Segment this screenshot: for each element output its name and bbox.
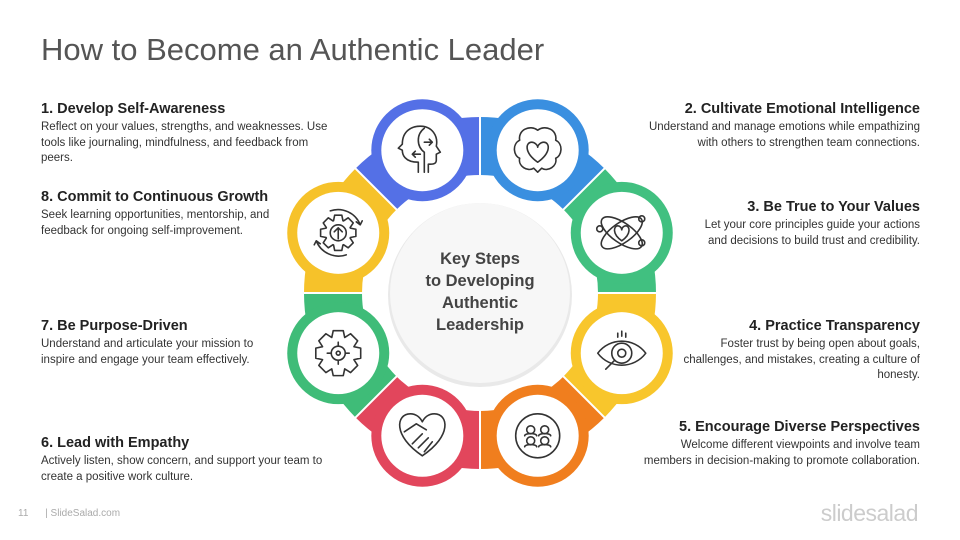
step-body: Reflect on your values, strengths, and w… — [41, 121, 328, 164]
footer-site: | SlideSalad.com — [45, 508, 121, 519]
atom-heart-icon — [595, 215, 646, 250]
center-line: to Developing — [425, 272, 535, 290]
node-face — [496, 109, 579, 192]
step-heading: 5. Encourage Diverse Perspectives — [679, 419, 920, 435]
step-heading: 2. Cultivate Emotional Intelligence — [684, 101, 920, 117]
center-line: Leadership — [435, 316, 525, 334]
head-arrows-icon — [397, 125, 442, 174]
step-1: 1. Develop Self-Awareness Reflect on you… — [41, 100, 341, 167]
segment-divider — [333, 146, 399, 212]
step-body: Understand and articulate your mission t… — [41, 338, 254, 366]
segment-divider — [333, 374, 399, 440]
step-5: 5. Encourage Diverse Perspectives Welcom… — [630, 418, 920, 469]
node-face — [297, 312, 380, 395]
step-node-7 — [287, 302, 390, 405]
step-body: Foster trust by being open about goals, … — [683, 338, 920, 381]
gear-growth-cycle-icon — [313, 208, 364, 257]
slide-title: How to Become an Authentic Leader — [41, 32, 545, 67]
step-body: Seek learning opportunities, mentorship,… — [41, 209, 270, 237]
footer: 11 | SlideSalad.com — [18, 508, 120, 519]
brain-heart-icon — [513, 127, 562, 174]
step-node-2 — [486, 99, 589, 202]
step-body: Actively listen, show concern, and suppo… — [41, 455, 323, 483]
step-8: 8. Commit to Continuous Growth Seek lear… — [41, 188, 276, 239]
step-node-3 — [570, 181, 673, 284]
segment-divider — [561, 374, 627, 440]
step-heading: 6. Lead with Empathy — [41, 435, 190, 451]
step-heading: 7. Be Purpose-Driven — [41, 318, 188, 334]
heart-handshake-icon — [398, 412, 446, 457]
center-label: Key Steps to Developing Authentic Leader… — [400, 248, 560, 336]
step-heading: 8. Commit to Continuous Growth — [41, 189, 269, 205]
node-face — [381, 394, 464, 477]
step-3: 3. Be True to Your Values Let your core … — [690, 198, 920, 249]
step-7: 7. Be Purpose-Driven Understand and arti… — [41, 317, 266, 368]
brand-logo: slidesalad — [820, 500, 919, 526]
step-heading: 1. Develop Self-Awareness — [41, 101, 226, 117]
node-face — [580, 191, 663, 274]
step-node-8 — [287, 181, 390, 284]
step-6: 6. Lead with Empathy Actively listen, sh… — [41, 434, 341, 485]
step-body: Welcome different viewpoints and involve… — [643, 439, 920, 467]
step-2: 2. Cultivate Emotional Intelligence Unde… — [630, 100, 920, 151]
segment-divider — [561, 146, 627, 212]
page-number: 11 — [18, 508, 29, 519]
step-node-6 — [371, 384, 474, 487]
team-cycle-icon — [514, 412, 561, 459]
step-heading: 4. Practice Transparency — [749, 318, 920, 334]
eye-magnifier-icon — [596, 330, 647, 370]
step-node-4 — [570, 302, 673, 405]
step-body: Understand and manage emotions while emp… — [648, 121, 920, 149]
step-node-5 — [486, 384, 589, 487]
step-heading: 3. Be True to Your Values — [747, 199, 920, 215]
center-circle — [390, 203, 570, 383]
node-face — [496, 394, 579, 477]
center-line: Authentic — [441, 294, 519, 312]
gear-target-icon — [314, 329, 362, 377]
step-node-1 — [371, 99, 474, 202]
step-4: 4. Practice Transparency Foster trust by… — [670, 317, 920, 384]
step-body: Let your core principles guide your acti… — [704, 219, 920, 247]
center-line: Key Steps — [440, 250, 520, 268]
node-face — [580, 312, 663, 395]
